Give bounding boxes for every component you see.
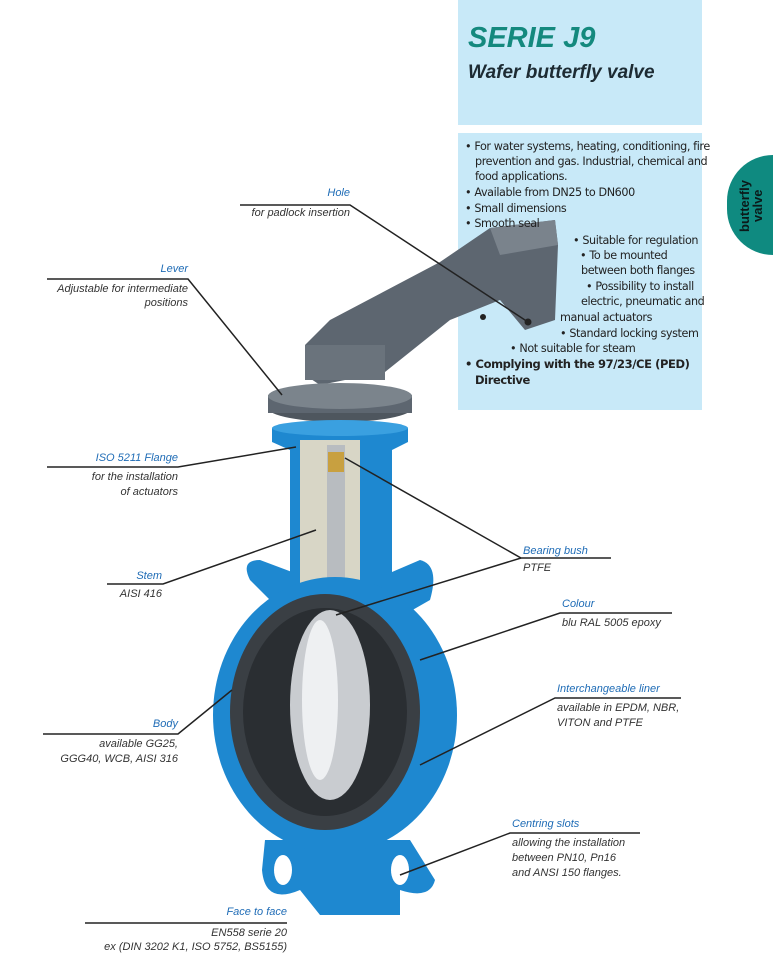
feature-line: food applications. [475, 170, 568, 183]
feature-line: • Available from DN25 to DN600 [465, 186, 635, 199]
product-subtitle: Wafer butterfly valve [468, 62, 655, 83]
feature-line: • To be mounted [580, 249, 668, 262]
feature-line: prevention and gas. Industrial, chemical… [475, 155, 708, 168]
label-slots-title: Centring slots [512, 818, 580, 830]
feature-line: • Possibility to install [586, 280, 694, 293]
feature-line: • Suitable for regulation [573, 234, 699, 247]
label-liner-title: Interchangeable liner [557, 683, 660, 695]
label-hole-text: for padlock insertion [251, 207, 350, 219]
feature-line: electric, pneumatic and [581, 295, 705, 308]
label-colour-title: Colour [562, 598, 595, 610]
label-body-text: GGG40, WCB, AISI 316 [60, 753, 178, 765]
label-body-text: available GG25, [99, 738, 178, 750]
label-lever-text: positions [144, 297, 188, 309]
label-lever-text: Adjustable for intermediate [57, 283, 188, 295]
label-hole-title: Hole [327, 187, 350, 199]
feature-line: • Complying with the 97/23/CE (PED) [465, 357, 690, 371]
label-bearing-text: PTFE [523, 562, 552, 574]
label-slots-text: between PN10, Pn16 [512, 852, 616, 864]
feature-line: Directive [475, 373, 530, 387]
label-slots-text: and ANSI 150 flanges. [512, 867, 622, 879]
feature-line: • Smooth seal [465, 217, 540, 230]
label-stem-text: AISI 416 [119, 588, 162, 600]
label-face-text: ex (DIN 3202 K1, ISO 5752, BS5155) [104, 941, 287, 953]
label-flange-text: of actuators [120, 486, 178, 498]
feature-line: • Standard locking system [560, 327, 699, 340]
feature-line: between both flanges [581, 264, 695, 277]
series-title: SERIE J9 [468, 22, 596, 54]
label-face-text: EN558 serie 20 [211, 927, 287, 939]
label-slots-text: allowing the installation [512, 837, 626, 849]
feature-line: • Small dimensions [465, 202, 567, 215]
label-face-title: Face to face [226, 906, 287, 918]
label-lever-title: Lever [160, 263, 188, 275]
label-liner-text: VITON and PTFE [557, 717, 643, 729]
label-stem-title: Stem [136, 570, 162, 582]
label-body-title: Body [152, 718, 178, 730]
label-liner-text: available in EPDM, NBR, [557, 702, 680, 714]
feature-line: • For water systems, heating, conditioni… [465, 140, 710, 153]
label-colour-text: blu RAL 5005 epoxy [562, 617, 661, 629]
feature-line: manual actuators [560, 311, 653, 324]
lever [305, 220, 558, 385]
label-flange-text: for the installation [91, 471, 178, 483]
title-box: SERIE J9 Wafer butterfly valve [458, 0, 702, 125]
label-flange-title: ISO 5211 Flange [95, 452, 178, 464]
feature-line: • Not suitable for steam [510, 342, 636, 355]
label-bearing-title: Bearing bush [523, 545, 588, 557]
